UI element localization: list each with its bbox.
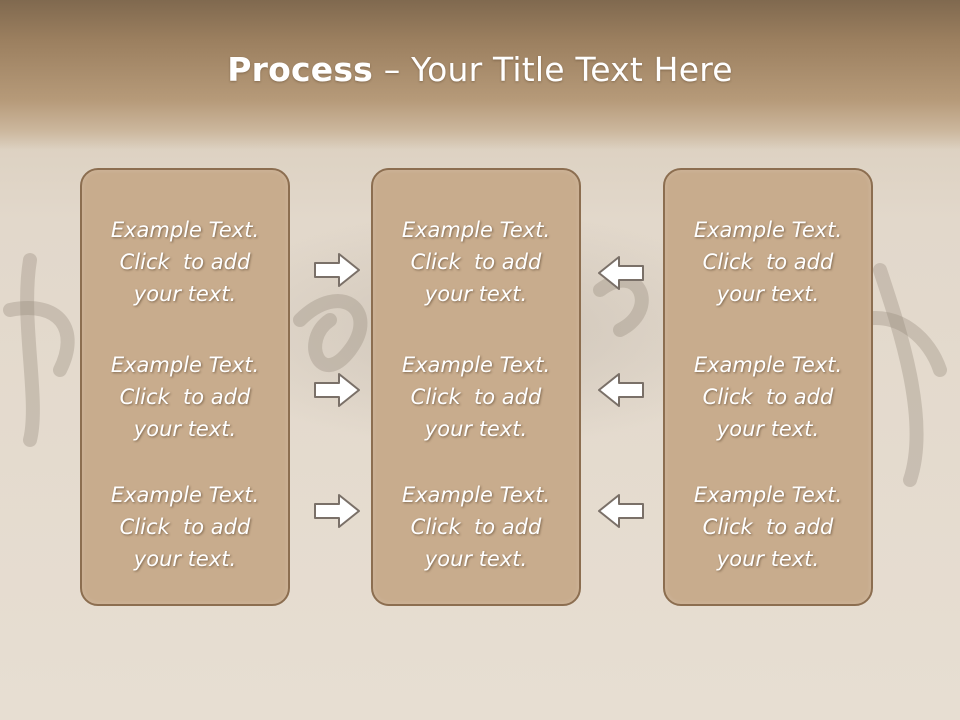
title-bold: Process [227,50,374,89]
text-line: Example Text. [401,218,551,242]
text-line: Click to add [119,250,251,274]
text-placeholder[interactable]: Example Text. Click to add your text. [665,349,871,445]
text-placeholder[interactable]: Example Text. Click to add your text. [665,214,871,310]
slide-title[interactable]: Process – Your Title Text Here [0,50,960,89]
text-line: Example Text. [401,353,551,377]
text-placeholder[interactable]: Example Text. Click to add your text. [82,349,288,445]
text-line: Example Text. [110,218,260,242]
left-arrow-icon[interactable] [597,371,645,409]
text-line: your text. [424,417,528,441]
text-line: your text. [133,282,237,306]
text-line: Click to add [410,515,542,539]
text-placeholder[interactable]: Example Text. Click to add your text. [665,479,871,575]
text-line: Example Text. [110,353,260,377]
text-placeholder[interactable]: Example Text. Click to add your text. [373,479,579,575]
text-line: Click to add [702,515,834,539]
text-line: Example Text. [401,483,551,507]
text-line: your text. [133,547,237,571]
process-box-left[interactable]: Example Text. Click to add your text. Ex… [80,168,290,606]
text-placeholder[interactable]: Example Text. Click to add your text. [373,214,579,310]
right-arrow-icon[interactable] [313,371,361,409]
right-arrow-icon[interactable] [313,251,361,289]
process-box-center[interactable]: Example Text. Click to add your text. Ex… [371,168,581,606]
text-line: your text. [133,417,237,441]
text-line: Example Text. [693,353,843,377]
text-line: Click to add [119,515,251,539]
text-line: Example Text. [110,483,260,507]
text-line: Click to add [410,385,542,409]
process-box-right[interactable]: Example Text. Click to add your text. Ex… [663,168,873,606]
title-rest: – Your Title Text Here [373,50,733,89]
text-placeholder[interactable]: Example Text. Click to add your text. [82,214,288,310]
left-arrow-icon[interactable] [597,492,645,530]
text-line: Click to add [702,250,834,274]
title-band [0,0,960,150]
text-line: Example Text. [693,218,843,242]
text-line: Click to add [702,385,834,409]
text-line: your text. [424,282,528,306]
left-arrow-icon[interactable] [597,254,645,292]
text-line: Click to add [410,250,542,274]
text-line: your text. [716,282,820,306]
right-arrow-icon[interactable] [313,492,361,530]
text-line: your text. [424,547,528,571]
text-line: your text. [716,417,820,441]
text-line: Example Text. [693,483,843,507]
text-line: Click to add [119,385,251,409]
text-placeholder[interactable]: Example Text. Click to add your text. [82,479,288,575]
text-line: your text. [716,547,820,571]
text-placeholder[interactable]: Example Text. Click to add your text. [373,349,579,445]
